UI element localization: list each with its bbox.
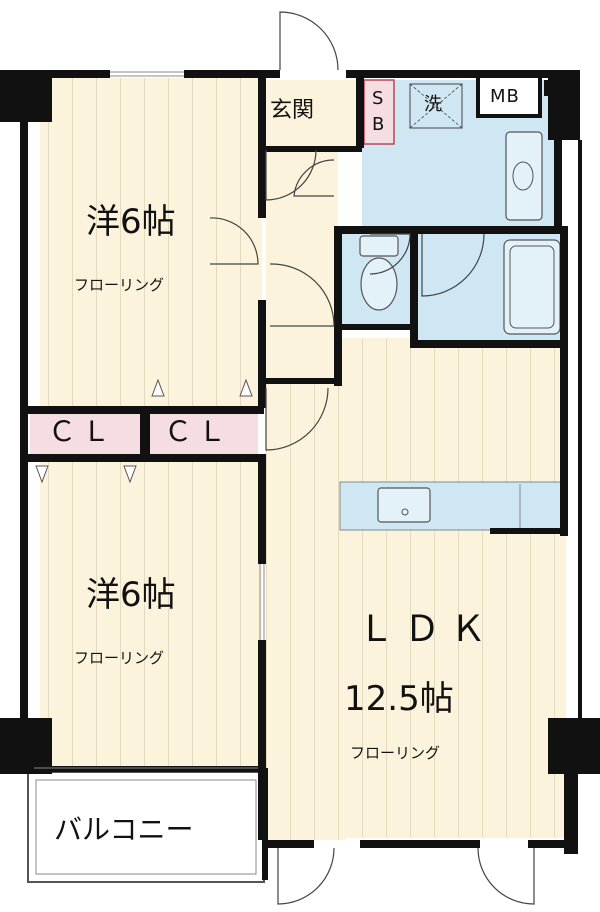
bedroom2-name: 洋6帖 xyxy=(86,575,176,615)
ldk-size: 12.5帖 xyxy=(344,679,454,719)
shoe-box-label-s: S xyxy=(372,88,384,109)
closet-1 xyxy=(30,414,140,454)
closet-2-label: ＣＬ xyxy=(164,415,233,448)
bedroom2-floor-type: フローリング xyxy=(74,649,165,667)
kitchen-sink xyxy=(377,487,431,523)
ldk-name: ＬＤＫ xyxy=(358,609,497,650)
shoe-box xyxy=(363,79,395,145)
entrance-floor xyxy=(266,80,360,148)
bedroom1-floor-type: フローリング xyxy=(74,276,165,294)
bedroom1-name: 洋6帖 xyxy=(86,202,176,242)
closet-1-label: ＣＬ xyxy=(48,415,117,448)
closet-2 xyxy=(150,414,258,454)
wash-basin xyxy=(505,131,543,221)
hallway-floor xyxy=(266,150,338,380)
kitchen-counter xyxy=(339,481,567,531)
bedroom1-floor xyxy=(40,78,262,408)
washer-label: 洗 xyxy=(424,94,442,115)
entrance-label: 玄関 xyxy=(270,98,315,123)
shoe-box-label-b: B xyxy=(372,114,385,135)
meter-box-label: MB xyxy=(490,86,520,107)
bathtub xyxy=(503,239,561,335)
bedroom2-floor xyxy=(40,462,262,768)
balcony-label: バルコニー xyxy=(54,813,194,846)
meter-box xyxy=(476,74,542,118)
toilet-bowl xyxy=(360,257,398,311)
ldk-floor-type: フローリング xyxy=(350,744,441,762)
